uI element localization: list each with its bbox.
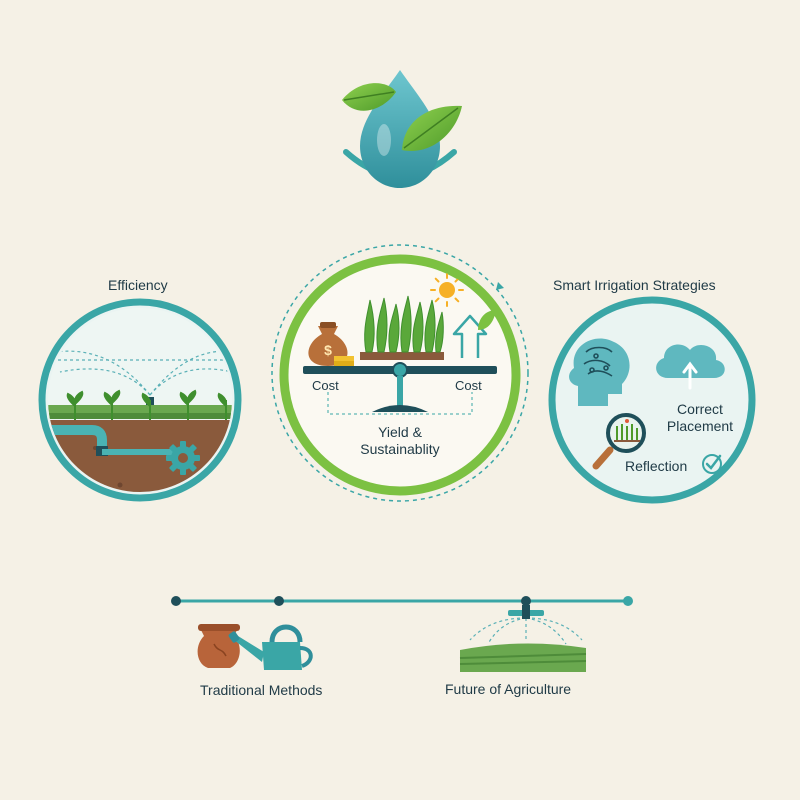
- smart-irrigation-panel: [548, 296, 756, 504]
- up-arrow-leaf-icon: [452, 310, 496, 358]
- future-of-agriculture-label: Future of Agriculture: [445, 681, 572, 697]
- money-bag-icon: $: [308, 322, 354, 366]
- reflection-label: Reflection: [625, 458, 688, 474]
- traditional-methods-label: Traditional Methods: [200, 682, 323, 698]
- smart-irrigation-title: Smart Irrigation Strategies: [553, 277, 716, 293]
- balance-panel: $: [271, 244, 529, 502]
- clay-pot-icon: [197, 624, 240, 668]
- correct-placement-line1: Correct: [677, 401, 723, 417]
- cloud-upload-icon: [656, 344, 725, 390]
- gear-icon: [166, 441, 200, 475]
- efficiency-panel: [38, 298, 242, 502]
- timeline-node: [521, 596, 531, 606]
- efficiency-title: Efficiency: [108, 277, 168, 293]
- magnifier-icon: [592, 413, 646, 470]
- balance-caption-line1: Yield &: [378, 424, 422, 440]
- sun-icon: [430, 273, 464, 307]
- balance-right-label: Cost: [455, 378, 482, 393]
- check-circle-icon: [702, 454, 722, 474]
- balance-left-label: Cost: [312, 378, 339, 393]
- balance-caption: Yield & Sustainablity: [340, 424, 460, 458]
- timeline-node: [171, 596, 181, 606]
- brain-head-icon: [569, 338, 630, 406]
- svg-text:$: $: [324, 342, 332, 358]
- sprinkler-field-icon: [459, 605, 587, 672]
- watering-can-icon: [228, 624, 313, 670]
- timeline-node: [623, 596, 633, 606]
- water-drop-leaf-icon: [342, 70, 462, 188]
- timeline: [171, 596, 633, 606]
- correct-placement-line2: Placement: [666, 418, 734, 434]
- correct-placement-label: Correct Placement: [660, 401, 740, 435]
- timeline-node: [274, 596, 284, 606]
- balance-caption-line2: Sustainablity: [360, 441, 440, 457]
